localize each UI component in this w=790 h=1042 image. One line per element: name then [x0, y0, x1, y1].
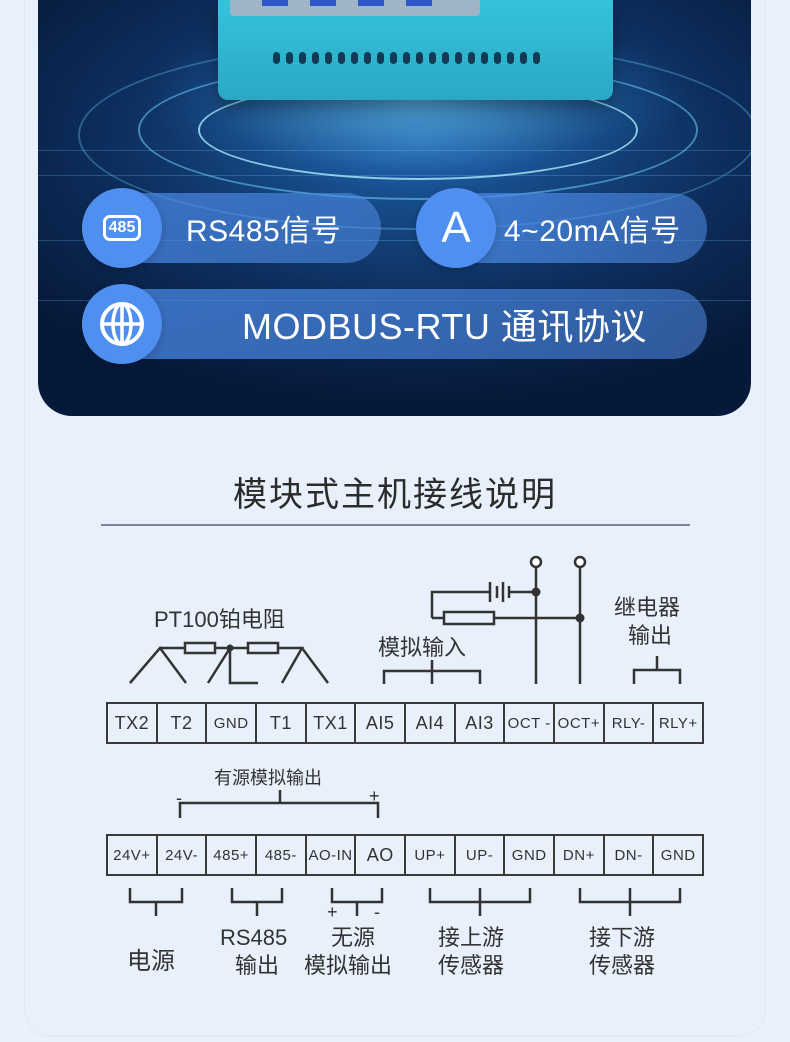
terminal-rly-plus: RLY+ [652, 704, 702, 742]
device-keys [262, 0, 432, 6]
analog-input-label: 模拟输入 [378, 635, 467, 660]
terminal-ao: AO [354, 836, 404, 874]
top-terminal-block: TX2 T2 GND T1 TX1 AI5 AI4 AI3 OCT - OCT+… [106, 702, 704, 744]
terminal-485-minus: 485- [255, 836, 305, 874]
terminal-tx1: TX1 [304, 704, 355, 742]
rs485-label: RS485信号 [186, 215, 342, 248]
terminal-dn-plus: DN+ [553, 836, 603, 874]
passive-plus-sign: + [327, 902, 338, 922]
terminal-rly-minus: RLY- [602, 704, 653, 742]
product-hero-image: 485 RS485信号 A 4~20mA信号 MODBUS-RTU 通讯协议 [38, 0, 751, 416]
active-ao-label: 有源模拟输出 [214, 768, 322, 788]
terminal-ao-in: AO-IN [304, 836, 355, 874]
terminal-dn-minus: DN- [602, 836, 653, 874]
upstream-line1: 接上游 [438, 925, 505, 950]
current-signal-badge: A 4~20mA信号 [416, 188, 707, 268]
upstream-line2: 传感器 [438, 953, 505, 978]
terminal-t1: T1 [255, 704, 305, 742]
terminal-dn-gnd: GND [652, 836, 702, 874]
modbus-badge: MODBUS-RTU 通讯协议 [82, 284, 707, 364]
terminal-up-plus: UP+ [404, 836, 454, 874]
terminal-ai5: AI5 [354, 704, 404, 742]
terminal-t2: T2 [155, 704, 206, 742]
relay-label-line1: 继电器 [614, 595, 681, 620]
terminal-24v-minus: 24V- [155, 836, 206, 874]
rs485-badge: 485 RS485信号 [82, 188, 381, 268]
terminal-ai4: AI4 [404, 704, 454, 742]
downstream-line2: 传感器 [589, 953, 656, 978]
device-vents [273, 52, 540, 64]
device-module [218, 0, 613, 100]
terminal-24v-plus: 24V+ [113, 846, 151, 864]
globe-icon [82, 284, 162, 364]
passive-output-line1: 无源 [331, 925, 376, 950]
terminal-tx2: TX2 [114, 712, 150, 733]
ao-minus-sign: - [176, 788, 182, 808]
rs485-output-line2: 输出 [235, 953, 280, 978]
bottom-terminal-block: 24V+ 24V- 485+ 485- AO-IN AO UP+ UP- GND… [106, 834, 704, 876]
power-label: 电源 [127, 948, 175, 975]
modbus-label: MODBUS-RTU 通讯协议 [242, 306, 647, 347]
title-divider [101, 524, 690, 526]
terminal-oct-plus: OCT+ [553, 704, 603, 742]
wiring-title: 模块式主机接线说明 [233, 476, 557, 514]
passive-output-line2: 模拟输出 [304, 953, 393, 978]
terminal-up-minus: UP- [453, 836, 504, 874]
current-signal-label: 4~20mA信号 [504, 215, 681, 248]
ampere-icon: A [416, 188, 496, 268]
rs485-icon: 485 [82, 188, 162, 268]
ao-plus-sign: + [369, 786, 380, 806]
terminal-up-gnd: GND [503, 836, 553, 874]
terminal-485-plus: 485+ [205, 836, 255, 874]
pt100-label: PT100铂电阻 [154, 607, 285, 632]
passive-minus-sign: - [374, 902, 380, 922]
terminal-oct-minus: OCT - [503, 704, 553, 742]
terminal-gnd: GND [205, 704, 255, 742]
rs485-output-line1: RS485 [220, 925, 288, 950]
relay-label-line2: 输出 [628, 623, 673, 648]
downstream-line1: 接下游 [589, 925, 656, 950]
terminal-ai3: AI3 [453, 704, 504, 742]
